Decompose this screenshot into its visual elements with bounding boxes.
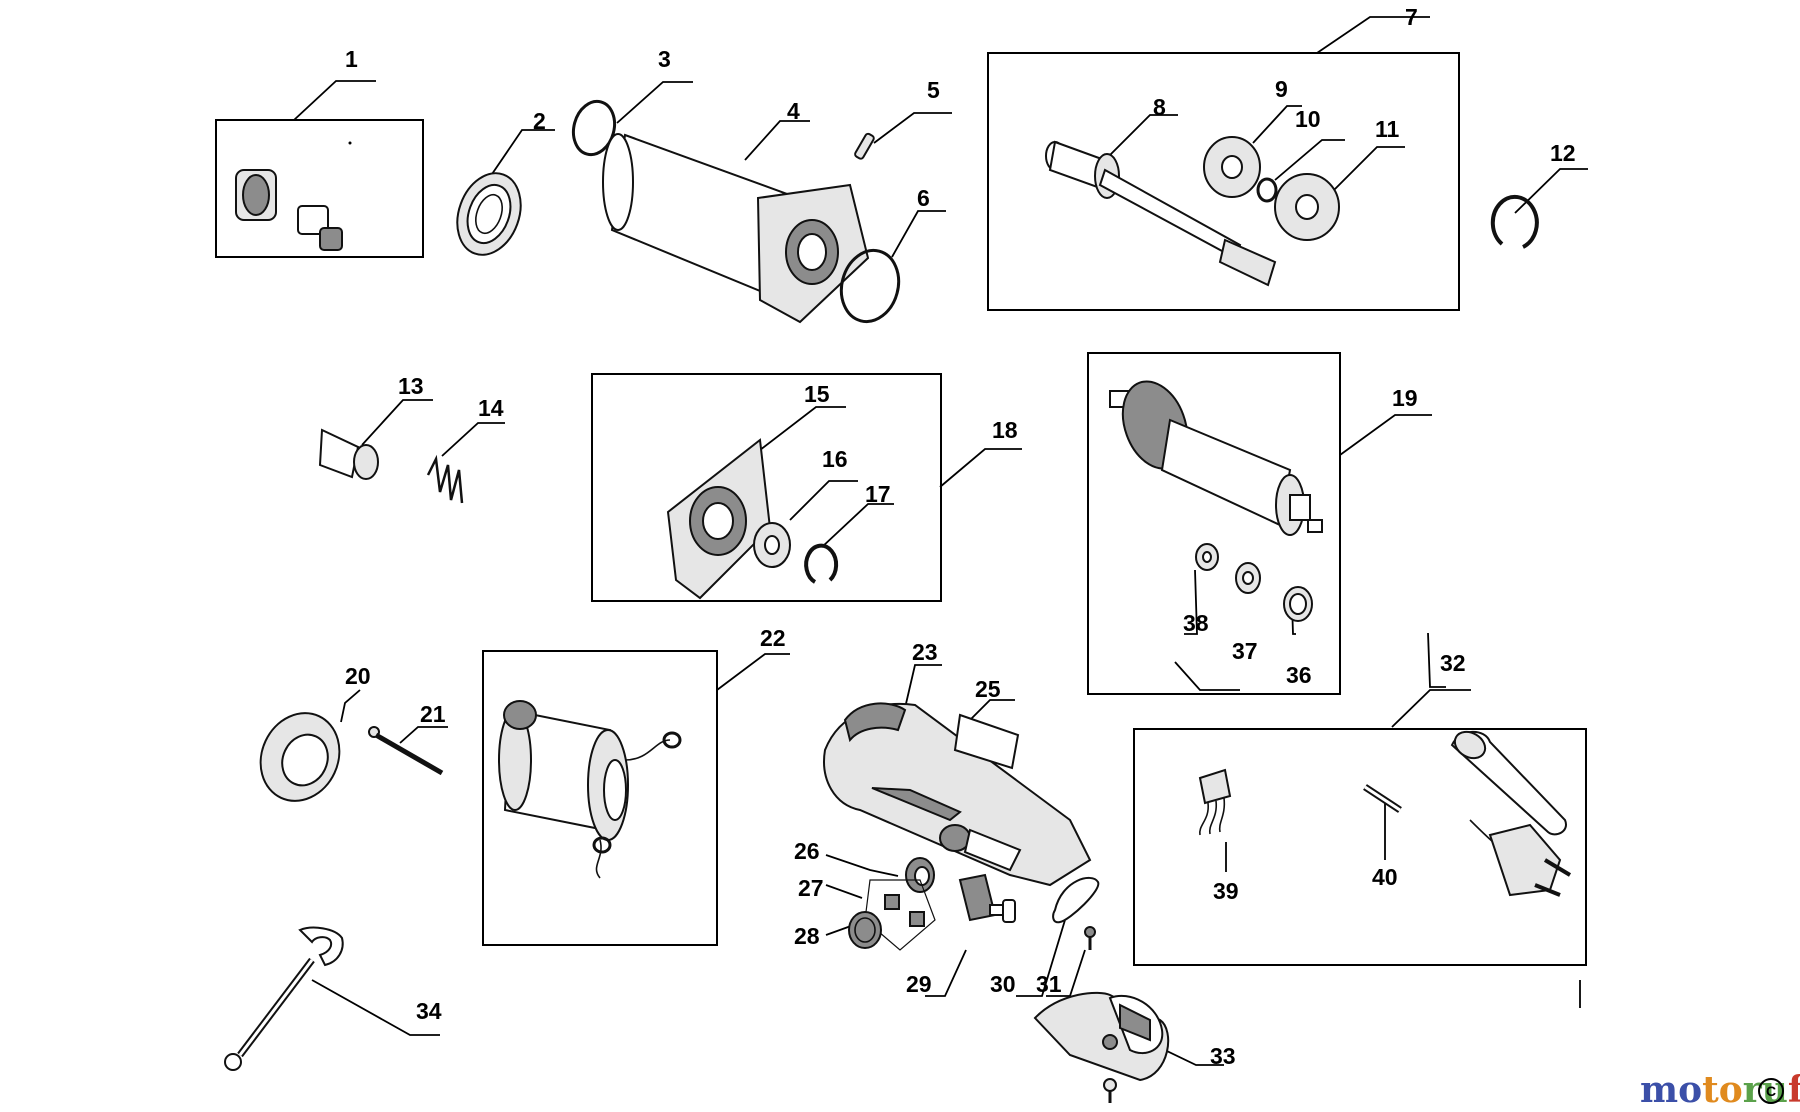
callout-15: 15	[804, 381, 830, 407]
part-22-drawing	[498, 700, 682, 879]
part-33-drawing	[1033, 991, 1170, 1103]
part-31-drawing	[1084, 926, 1096, 950]
frame-part-22	[482, 650, 718, 946]
callout-32: 32	[1440, 650, 1466, 676]
callout-31: 31	[1036, 971, 1062, 997]
callout-5: 5	[927, 77, 940, 103]
callout-1: 1	[345, 46, 358, 72]
part-34-drawing	[224, 926, 344, 1071]
callout-33: 33	[1210, 1043, 1236, 1069]
frame-part-32	[1133, 728, 1587, 966]
part-10-drawing	[1256, 177, 1278, 203]
watermark-text-1: mo	[1640, 1069, 1703, 1111]
callout-28: 28	[794, 923, 820, 949]
callout-22: 22	[760, 625, 786, 651]
part-3-drawing	[571, 99, 617, 157]
part-27-drawing	[864, 879, 936, 951]
frame-part-19	[1087, 352, 1341, 695]
callout-14: 14	[478, 395, 504, 421]
callout-10: 10	[1295, 106, 1321, 132]
callout-25: 25	[975, 676, 1001, 702]
callout-23: 23	[912, 639, 938, 665]
callout-34: 34	[416, 998, 442, 1024]
part-30-drawing	[1052, 877, 1100, 924]
watermark-text-4: f	[1787, 1069, 1800, 1111]
callout-39: 39	[1213, 878, 1239, 904]
part-36-drawing	[1283, 586, 1313, 622]
callout-30: 30	[990, 971, 1016, 997]
part-5-drawing	[854, 132, 875, 160]
callout-29: 29	[906, 971, 932, 997]
callout-27: 27	[798, 875, 824, 901]
part-6-drawing	[839, 248, 901, 324]
part-1-drawing	[235, 141, 352, 251]
part-11-drawing	[1274, 173, 1340, 241]
part-16-drawing	[753, 522, 791, 568]
part-2-drawing	[456, 172, 522, 256]
callout-36: 36	[1286, 662, 1312, 688]
part-12-drawing	[1490, 194, 1539, 249]
part-39-drawing	[1198, 768, 1232, 836]
part-29-drawing	[958, 873, 1016, 923]
part-9-drawing	[1203, 136, 1261, 198]
callout-4: 4	[787, 98, 800, 124]
callout-16: 16	[822, 446, 848, 472]
part-40-drawing	[1363, 784, 1402, 813]
callout-12: 12	[1550, 140, 1576, 166]
callout-11: 11	[1375, 116, 1400, 142]
leader-lines	[293, 16, 1588, 1066]
callout-2: 2	[533, 108, 546, 134]
part-21-drawing	[368, 726, 444, 776]
callout-18: 18	[992, 417, 1018, 443]
part-28-drawing	[848, 911, 882, 949]
part-19-drawing	[1109, 380, 1323, 536]
callout-20: 20	[345, 663, 371, 689]
part-13-drawing	[318, 428, 379, 480]
part-20-drawing	[259, 712, 341, 802]
callout-26: 26	[794, 838, 820, 864]
part-37-drawing	[1235, 562, 1261, 594]
part-8-drawing	[1045, 140, 1277, 287]
frame-part-18	[591, 373, 942, 602]
callout-6: 6	[917, 185, 930, 211]
part-32-drawing	[1450, 730, 1572, 897]
part-15-drawing	[666, 438, 772, 600]
frame-part-1	[215, 119, 424, 258]
callout-7: 7	[1405, 4, 1418, 30]
part-26-drawing	[905, 857, 935, 893]
callout-37: 37	[1232, 638, 1258, 664]
callout-8: 8	[1153, 94, 1166, 120]
callout-13: 13	[398, 373, 424, 399]
frame-part-7	[987, 52, 1460, 311]
watermark-text-2: to	[1702, 1069, 1743, 1111]
part-4-drawing	[602, 133, 870, 324]
callout-17: 17	[865, 481, 891, 507]
part-23-drawing	[823, 702, 1092, 887]
part-38-drawing	[1195, 543, 1219, 571]
part-25-drawing	[953, 713, 1020, 770]
part-17-drawing	[804, 543, 839, 584]
callout-3: 3	[658, 46, 671, 72]
callout-40: 40	[1372, 864, 1398, 890]
callout-19: 19	[1392, 385, 1418, 411]
copyright-mark-icon: C	[1758, 1078, 1784, 1104]
part-14-drawing	[426, 454, 464, 504]
callout-9: 9	[1275, 76, 1288, 102]
callout-38: 38	[1183, 610, 1209, 636]
callout-21: 21	[420, 701, 446, 727]
